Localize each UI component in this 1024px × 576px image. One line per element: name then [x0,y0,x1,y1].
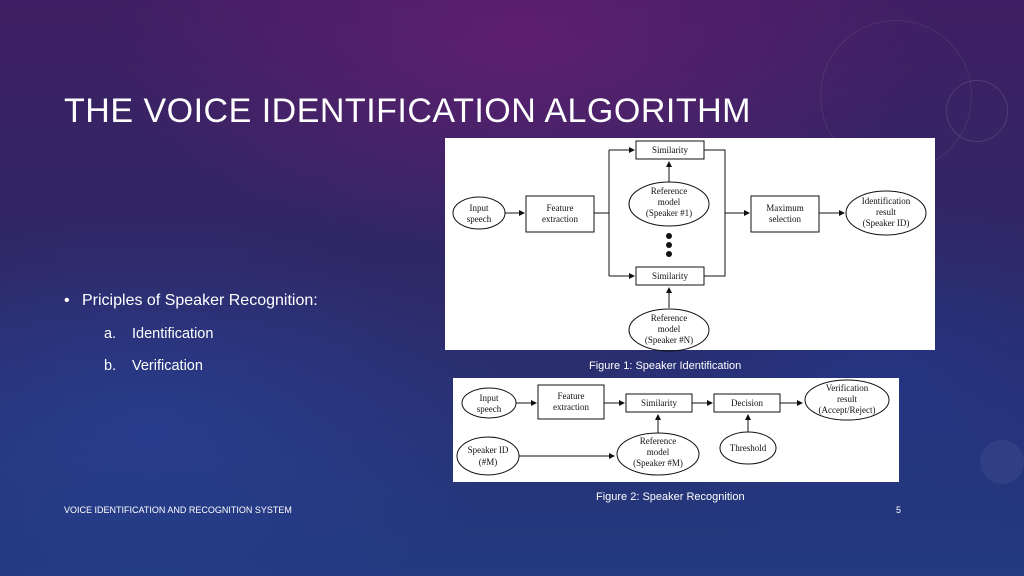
input-speech-node [452,196,506,230]
similarity-box-bottom [635,266,705,286]
figure2-panel [453,378,899,482]
node-label: Feature [547,203,574,213]
figure1-diagram: Input speech Feature extraction Similari… [452,140,927,352]
figure1-caption: Figure 1: Speaker Identification [589,360,742,372]
node-label: model [658,324,681,334]
maximum-selection-box [750,195,820,233]
similarity-box [625,393,693,413]
threshold-node [719,431,777,465]
node-label: Similarity [641,398,678,408]
node-label: result [837,394,857,404]
node-label: (#M) [479,457,498,467]
ellipsis-dot [666,233,672,239]
node-label: Similarity [652,145,689,155]
sub-item-label: Identification [132,326,214,342]
slide-title: THE VOICE IDENTIFICATION ALGORITHM [64,92,751,130]
node-label: Similarity [652,271,689,281]
node-label: selection [769,214,801,224]
similarity-box-top [635,140,705,160]
node-label: speech [477,404,502,414]
node-label: model [647,447,670,457]
node-label: result [876,207,896,217]
sub-item-verification: b. Verification [104,358,203,374]
figure1-panel [445,138,935,350]
node-label: Threshold [730,443,767,453]
node-label: (Accept/Reject) [819,405,876,415]
sub-item-marker: a. [104,326,117,342]
page-number: 5 [896,505,902,515]
node-label: Input [480,393,499,403]
speaker-id-node [456,436,520,476]
node-label: Speaker ID [468,445,509,455]
node-label: Verification [826,383,869,393]
sub-item-marker: b. [104,358,117,374]
bullet-dot: • [64,292,70,309]
node-label: Reference [640,436,676,446]
node-label: (Speaker #N) [645,335,693,345]
node-label: (Speaker #M) [633,458,683,468]
node-label: extraction [542,214,578,224]
node-label: Feature [558,391,585,401]
node-label: Decision [731,398,763,408]
node-label: Input [470,203,489,213]
feature-extraction-box [525,195,595,233]
sub-item-identification: a. Identification [104,326,213,342]
reference-model-1-node [628,181,710,227]
figure2-caption: Figure 2: Speaker Recognition [596,491,745,503]
node-label: speech [467,214,492,224]
node-label: Maximum [766,203,804,213]
node-label: extraction [553,402,589,412]
node-label: Reference [651,186,687,196]
ellipsis-dot [666,242,672,248]
identification-result-node [845,190,927,236]
footer-text: VOICE IDENTIFICATION AND RECOGNITION SYS… [64,505,292,515]
sub-item-label: Verification [132,358,203,374]
input-speech-node [461,387,517,419]
bullet-item: • Priciples of Speaker Recognition: [64,292,318,310]
verification-result-node [804,379,890,421]
ellipsis-dot [666,251,672,257]
bullet-text: Priciples of Speaker Recognition: [82,292,318,309]
node-label: Reference [651,313,687,323]
decision-box [713,393,781,413]
node-label: model [658,197,681,207]
figure2-diagram: Input speech Feature extraction Similari… [456,379,890,476]
node-label: (Speaker #1) [646,208,692,218]
reference-model-n-node [628,308,710,352]
feature-extraction-box [537,384,605,420]
node-label: Identification [862,196,911,206]
reference-model-m-node [616,432,700,476]
node-label: (Speaker ID) [863,218,910,228]
